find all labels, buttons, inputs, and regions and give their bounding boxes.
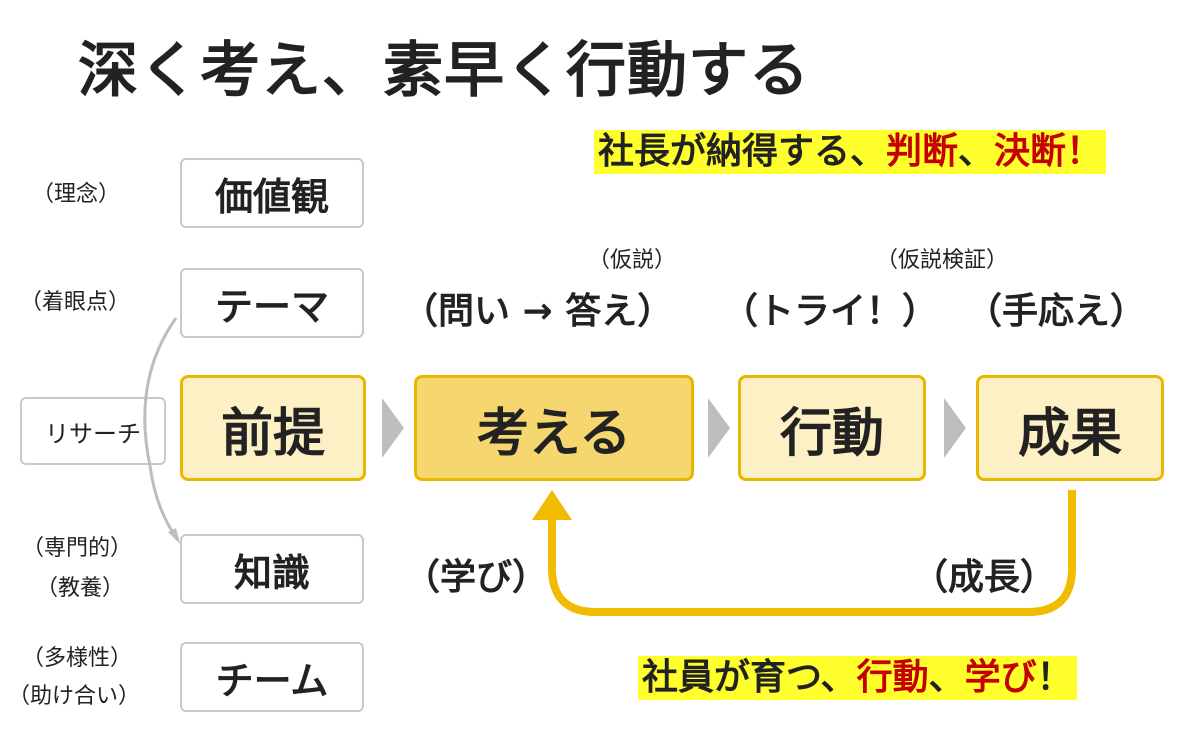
callout-top-sep: 、 [958, 131, 995, 172]
chevron-right-icon [382, 398, 404, 458]
label-rinen: （理念） [32, 182, 121, 207]
phase-try: （トライ！） [722, 291, 939, 332]
label-tayousei: （多様性） [22, 646, 133, 671]
flow-premise: 前提 [180, 375, 366, 481]
flow-action: 行動 [738, 375, 926, 481]
callout-bottom-text: 社員が育つ、 [642, 657, 857, 698]
chevron-right-icon [708, 398, 730, 458]
box-knowledge: 知識 [180, 534, 364, 604]
callout-bottom-action: 行動 [856, 657, 929, 698]
label-senmon: （専門的） [22, 536, 133, 561]
phase-learning: （学び） [404, 557, 549, 598]
callout-top-text: 社長が納得する、 [598, 131, 887, 172]
callout-top: 社長が納得する、判断、決断！ [594, 130, 1107, 174]
feedback-loop-arrowhead [532, 490, 572, 520]
label-chakugan: （着眼点） [20, 290, 131, 315]
phase-hypothesis-test: （仮説検証） [876, 248, 1009, 273]
label-kyouyou: （教養） [36, 576, 125, 601]
research-arc [143, 317, 180, 541]
chevron-right-icon [944, 398, 966, 458]
callout-top-judgment: 判断 [886, 131, 959, 172]
page-title: 深く考え、素早く行動する [78, 36, 810, 106]
callout-bottom-sep: 、 [928, 657, 965, 698]
phase-question-answer: （問い → 答え） [402, 291, 674, 332]
box-values: 価値観 [180, 158, 364, 228]
flow-think: 考える [414, 375, 694, 481]
phase-growth: （成長） [912, 557, 1057, 598]
research-arrowhead [168, 528, 180, 544]
box-research: リサーチ [20, 397, 166, 465]
flow-result: 成果 [976, 375, 1164, 481]
phase-response: （手応え） [966, 291, 1147, 332]
feedback-loop-arrow [548, 490, 1076, 616]
box-team: チーム [180, 642, 364, 712]
label-tasukeai: （助け合い） [8, 684, 141, 709]
phase-hypothesis: （仮説） [588, 248, 677, 273]
box-theme: テーマ [180, 268, 364, 338]
callout-bottom-learning: 学び [964, 657, 1037, 698]
callout-top-decision: 決断 [994, 131, 1067, 172]
callout-bottom-exclaim: ！ [1036, 657, 1073, 698]
callout-top-exclaim: ！ [1066, 131, 1103, 172]
callout-bottom: 社員が育つ、行動、学び！ [638, 656, 1077, 700]
